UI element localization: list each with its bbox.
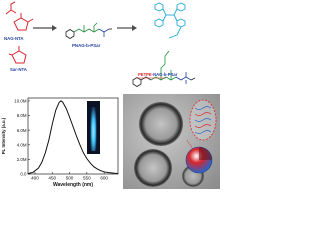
graft-label-suffix: -b-PSar <box>162 72 177 77</box>
sar-nta-structure <box>8 46 27 64</box>
tem-micrograph <box>123 94 220 189</box>
graft-label-prefix: PETPE- <box>138 72 154 77</box>
polymer-chain-icon <box>194 106 212 134</box>
pl-spectrum-chart: 400 450 500 550 600 0.0 2.0M 4.0M 6.0M 8.0M 10.0M W… <box>1 97 119 188</box>
micelle-vesicle <box>139 102 183 146</box>
chart-layer: 400 450 500 550 600 0.0 2.0M 4.0M 6.0M 8.0M 10.0M W… <box>1 97 119 188</box>
pnag-b-psar-label: PNAG-b-PSar <box>72 43 101 48</box>
graft-label-block: NAG <box>153 72 162 77</box>
y-tick-label: 10.0M <box>14 99 27 104</box>
y-tick-label: 8.0M <box>17 113 27 118</box>
reaction-arrow-icon <box>117 25 137 31</box>
pnag-b-psar-structure <box>65 22 112 39</box>
reaction-arrow-icon <box>33 25 57 31</box>
x-tick-label: 500 <box>66 176 74 181</box>
pl-spectrum-line <box>27 100 119 175</box>
tetraphenylethylene-structure-icon <box>154 2 186 39</box>
x-tick-label: 600 <box>100 176 108 181</box>
y-tick-label: 6.0M <box>17 128 27 133</box>
petpe-graft-structure <box>132 50 196 87</box>
x-axis-label: Wavelength (nm) <box>53 182 93 188</box>
x-tick-label: 450 <box>48 176 56 181</box>
y-tick-label: 2.0M <box>17 157 27 162</box>
micelle-vesicle <box>134 149 172 187</box>
x-tick-label: 550 <box>83 176 91 181</box>
x-tick-label: 400 <box>31 176 39 181</box>
nag-nta-label: NAG-NTA <box>4 36 24 41</box>
y-axis-label: PL Intensity (a.u.) <box>1 117 6 154</box>
synthesis-scheme: NAG-NTA Sar-NTA PNAG-b-PSar <box>4 1 196 87</box>
sar-nta-label: Sar-NTA <box>10 67 27 72</box>
inset-vial-photo <box>87 101 100 154</box>
plot-frame <box>27 97 119 175</box>
y-tick-label: 0.0 <box>20 172 27 177</box>
graft-label: PETPE-NAG-b-PSar <box>138 72 178 77</box>
y-tick-label: 4.0M <box>17 142 27 147</box>
nag-nta-structure <box>5 1 34 31</box>
